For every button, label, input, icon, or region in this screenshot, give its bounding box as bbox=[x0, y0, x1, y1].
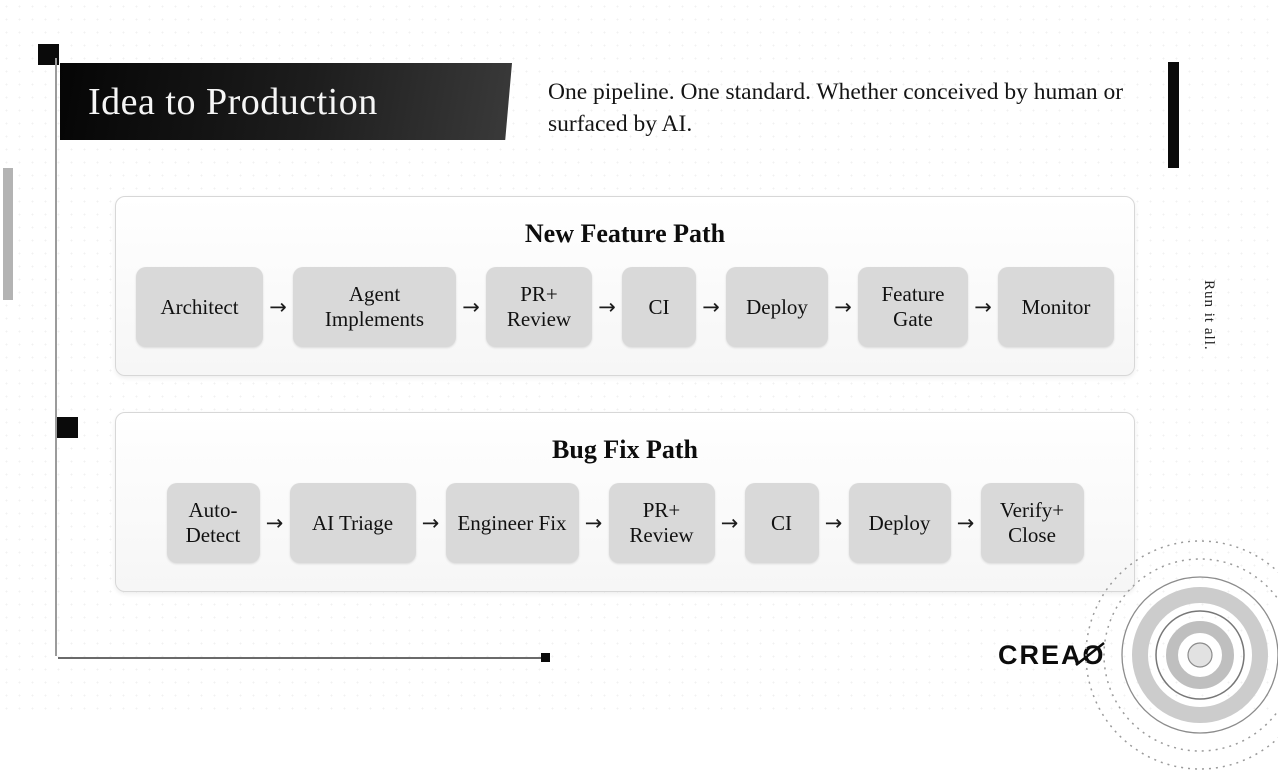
pipeline-step: Verify+ Close bbox=[980, 483, 1084, 563]
pipeline-step: AI Triage bbox=[289, 483, 416, 563]
black-square-decor-line-end bbox=[541, 653, 550, 662]
logo-slash-icon bbox=[1068, 641, 1108, 674]
pipeline-step: CI bbox=[622, 267, 696, 347]
pipeline-step: Deploy bbox=[726, 267, 828, 347]
arrow-right-icon: → bbox=[834, 295, 852, 319]
title-banner: Idea to Production bbox=[60, 63, 512, 140]
arrow-right-icon: → bbox=[824, 511, 843, 535]
arrow-right-icon: → bbox=[702, 295, 720, 319]
pipeline-title: Bug Fix Path bbox=[552, 435, 698, 464]
page-title: Idea to Production bbox=[88, 80, 378, 123]
side-caption: Run it all. bbox=[1201, 280, 1217, 351]
arrow-right-icon: → bbox=[421, 511, 440, 535]
pipeline-step: Feature Gate bbox=[858, 267, 968, 347]
pipeline-panel-new-feature: New Feature Path Architect → Agent Imple… bbox=[115, 196, 1135, 376]
arrow-right-icon: → bbox=[584, 511, 603, 535]
arrow-right-icon: → bbox=[598, 295, 616, 319]
pipeline-step: PR+ Review bbox=[486, 267, 592, 347]
pipeline-step: Architect bbox=[136, 267, 263, 347]
pipeline-step: PR+ Review bbox=[608, 483, 715, 563]
subtitle-text: One pipeline. One standard. Whether conc… bbox=[548, 79, 1124, 138]
black-bar-decor-right bbox=[1168, 62, 1179, 168]
arrow-right-icon: → bbox=[974, 295, 992, 319]
pipeline-step: Auto- Detect bbox=[166, 483, 260, 563]
arrow-right-icon: → bbox=[462, 295, 480, 319]
black-square-decor-top-left bbox=[38, 44, 59, 65]
horizontal-line-decor bbox=[58, 657, 546, 659]
pipeline-step: CI bbox=[744, 483, 819, 563]
black-square-decor-mid-left bbox=[57, 417, 78, 438]
pipeline-steps-row: Architect → Agent Implements → PR+ Revie… bbox=[116, 249, 1134, 375]
pipeline-step: Monitor bbox=[998, 267, 1114, 347]
arrow-right-icon: → bbox=[265, 511, 284, 535]
pipeline-step: Agent Implements bbox=[293, 267, 456, 347]
gray-bar-decor-left bbox=[3, 168, 13, 300]
pipeline-step: Deploy bbox=[848, 483, 951, 563]
arrow-right-icon: → bbox=[956, 511, 975, 535]
pipeline-title: New Feature Path bbox=[524, 219, 726, 248]
arrow-right-icon: → bbox=[720, 511, 739, 535]
concentric-circles-decor bbox=[1080, 535, 1278, 775]
pipeline-step: Engineer Fix bbox=[445, 483, 579, 563]
pipeline-steps-row: Auto- Detect → AI Triage → Engineer Fix … bbox=[116, 465, 1134, 591]
pipeline-panel-bug-fix: Bug Fix Path Auto- Detect → AI Triage → … bbox=[115, 412, 1135, 592]
vertical-line-decor bbox=[55, 58, 57, 656]
arrow-right-icon: → bbox=[269, 295, 287, 319]
